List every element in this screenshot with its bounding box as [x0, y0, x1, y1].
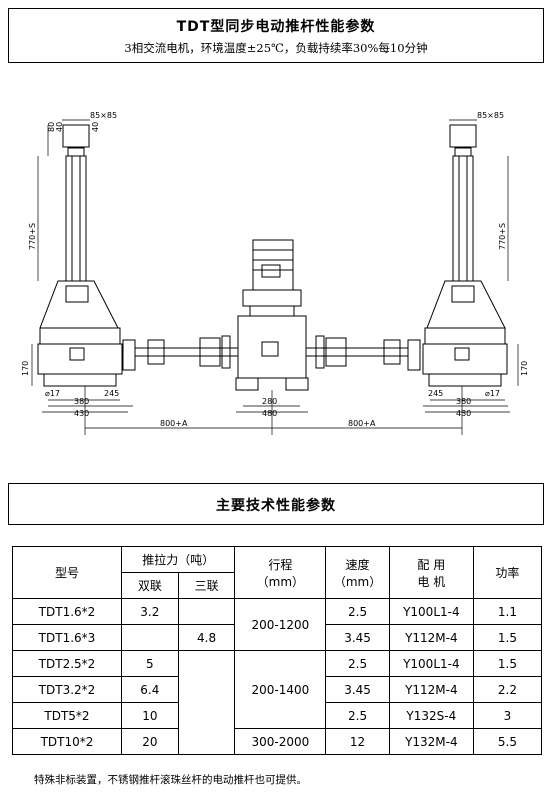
table-subheader-row: 双联 三联 [13, 572, 542, 599]
section-title: 主要技术性能参数 [216, 498, 336, 514]
dim-80: 80 [47, 122, 56, 132]
cell-triple: 4.8 [177, 624, 236, 651]
header-stroke-unit: （mm） [256, 574, 305, 589]
header-motor-1: 配 用 [417, 557, 446, 572]
dim-430-left: 430 [74, 409, 89, 418]
cell-double: 20 [120, 728, 179, 755]
cell-model: TDT1.6*2 [12, 598, 122, 625]
dim-hole-left: ⌀17 [45, 389, 60, 398]
cell-motor: Y100L1-4 [388, 650, 474, 677]
cell-double: 3.2 [120, 598, 179, 625]
cell-power: 2.2 [472, 676, 543, 703]
header-model: 型号 [12, 546, 122, 599]
section-title-box: 主要技术性能参数 [8, 483, 544, 525]
cell-model: TDT3.2*2 [12, 676, 122, 703]
right-actuator [407, 124, 508, 387]
cell-speed: 2.5 [325, 598, 390, 625]
cell-triple [177, 598, 236, 625]
dim-280: 280 [262, 397, 277, 406]
cell-power: 3 [472, 702, 543, 729]
dim-170-right: 170 [520, 361, 529, 376]
dim-245-right: 245 [428, 389, 443, 398]
page-title: TDT型同步电动推杆性能参数 [176, 19, 376, 35]
dim-380-right: 380 [456, 397, 471, 406]
table-row: TDT1.6*3 4.8 3.45 Y112M-4 1.5 [12, 624, 543, 651]
dim-span-left: 800+A [160, 419, 188, 428]
technical-drawing: 85×85 85×85 80 40 40 770+S 770+S 170 170… [21, 111, 529, 435]
page-subtitle: 3相交流电机，环境温度±25℃，负载持续率30%每10分钟 [124, 41, 428, 55]
header-stroke: 行程 （mm） [234, 546, 327, 599]
dim-40: 40 [55, 122, 64, 132]
header-speed: 速度 （mm） [325, 546, 390, 599]
cell-speed: 12 [325, 728, 390, 755]
footnote: 特殊非标装置，不锈钢推杆滚珠丝杆的电动推杆也可提供。 [34, 774, 307, 786]
left-actuator [37, 124, 136, 387]
drive-shafts [135, 335, 408, 369]
cell-double [120, 624, 179, 651]
cell-motor: Y132S-4 [388, 702, 474, 729]
cell-power: 1.5 [472, 624, 543, 651]
dim-430-right: 430 [456, 409, 471, 418]
dim-top-right: 85×85 [477, 111, 504, 120]
dim-170-left: 170 [21, 361, 30, 376]
cell-motor: Y112M-4 [388, 676, 474, 703]
spec-table: 型号 推拉力（吨） 行程（mm） 速度（mm） 配 用电 机 功率 双联 三联 … [12, 546, 543, 755]
table-row: TDT5*2 10 2.5 Y132S-4 3 [12, 702, 543, 729]
table-header-row: 型号 推拉力（吨） 行程 （mm） 速度 （mm） 配 用电 机 功率 [12, 546, 543, 599]
cell-motor: Y132M-4 [388, 728, 474, 755]
header-stroke-label: 行程 [268, 557, 293, 572]
dim-top-left: 85×85 [90, 111, 117, 120]
dim-stroke-left: 770+S [28, 223, 37, 250]
header-double: 双联 [120, 572, 179, 599]
table-row: TDT10*2 20 300-2000 12 Y132M-4 5.5 [12, 728, 543, 755]
cell-power: 1.5 [472, 650, 543, 677]
cell-speed: 2.5 [325, 650, 390, 677]
cell-model: TDT5*2 [12, 702, 122, 729]
center-motor-gearbox [235, 239, 309, 391]
dim-stroke-right: 770+S [498, 223, 507, 250]
dim-40b: 40 [91, 122, 100, 132]
dim-380-left: 380 [74, 397, 89, 406]
table-row: TDT2.5*2 5 200-1400 2.5 Y100L1-4 1.5 [12, 650, 543, 755]
cell-stroke: 300-2000 [234, 728, 327, 755]
header-power: 功率 [472, 546, 543, 599]
cell-triple [177, 650, 236, 755]
cell-stroke: 200-1400 [234, 650, 327, 729]
header-triple: 三联 [177, 572, 236, 599]
dim-span-right: 800+A [348, 419, 376, 428]
cell-speed: 3.45 [325, 624, 390, 651]
cell-model: TDT10*2 [12, 728, 122, 755]
cell-double: 5 [120, 650, 179, 677]
table-row: TDT3.2*2 6.4 3.45 Y112M-4 2.2 [12, 676, 543, 703]
dim-480: 480 [262, 409, 277, 418]
header-speed-label: 速度 [345, 557, 370, 572]
header-motor: 配 用电 机 [388, 546, 474, 599]
cell-model: TDT1.6*3 [12, 624, 122, 651]
dim-245-left: 245 [104, 389, 119, 398]
cell-motor: Y112M-4 [388, 624, 474, 651]
title-box: TDT型同步电动推杆性能参数 3相交流电机，环境温度±25℃，负载持续率30%每… [8, 8, 544, 63]
cell-motor: Y100L1-4 [388, 598, 474, 625]
dim-hole-right: ⌀17 [485, 389, 500, 398]
cell-speed: 3.45 [325, 676, 390, 703]
cell-speed: 2.5 [325, 702, 390, 729]
header-speed-unit: （mm） [333, 574, 382, 589]
header-motor-2: 电 机 [417, 574, 446, 589]
cell-stroke: 200-1200 [234, 598, 327, 651]
cell-power: 5.5 [472, 728, 543, 755]
cell-model: TDT2.5*2 [12, 650, 122, 677]
cell-double: 10 [120, 702, 179, 729]
table-row: TDT1.6*2 3.2 200-1200 2.5 Y100L1-4 1.1 [12, 598, 543, 651]
cell-double: 6.4 [120, 676, 179, 703]
header-thrust: 推拉力（吨） [120, 546, 236, 573]
cell-power: 1.1 [472, 598, 543, 625]
